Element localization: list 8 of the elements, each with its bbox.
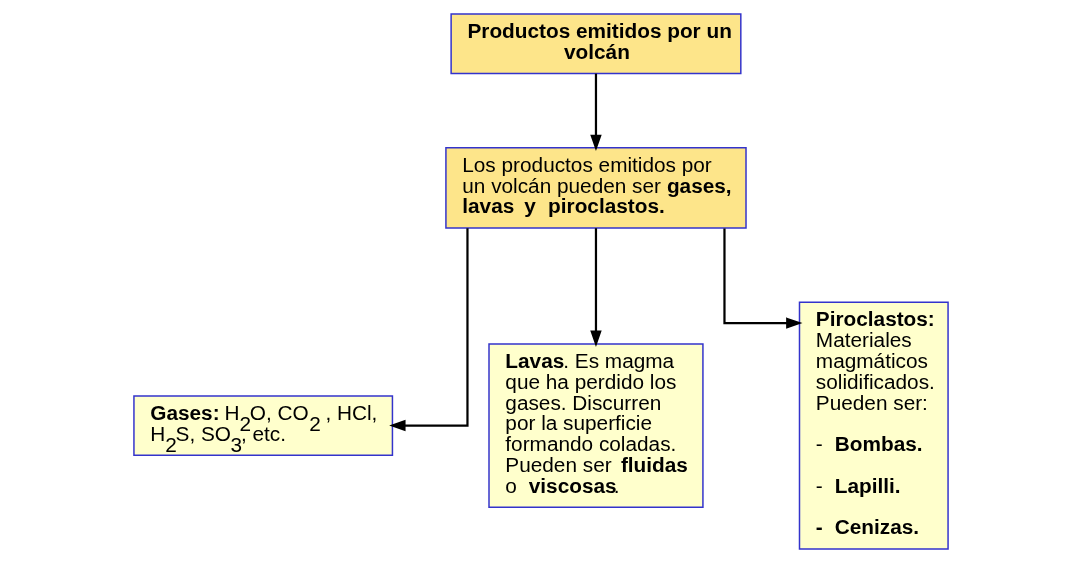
- node-box: Productos emitidos por un volcán: [450, 13, 742, 75]
- node-box: Los productos emitidos por un volcán pueden ser gases, lavas y piroclastos.: [445, 147, 747, 229]
- node-box: Lavas. Es magma que ha perdido los gases. Discurren por la superficie formando coladas. Pueden ser fluidas o viscosas.: [488, 343, 704, 509]
- node-box: Piroclastos: Materiales magmáticos solidificados. Pueden ser: - Bombas. - Lapilli. - Cenizas.: [798, 301, 949, 550]
- arrow: [389, 228, 469, 432]
- arrow: [723, 228, 803, 329]
- arrow: [590, 73, 602, 152]
- arrow: [590, 228, 602, 347]
